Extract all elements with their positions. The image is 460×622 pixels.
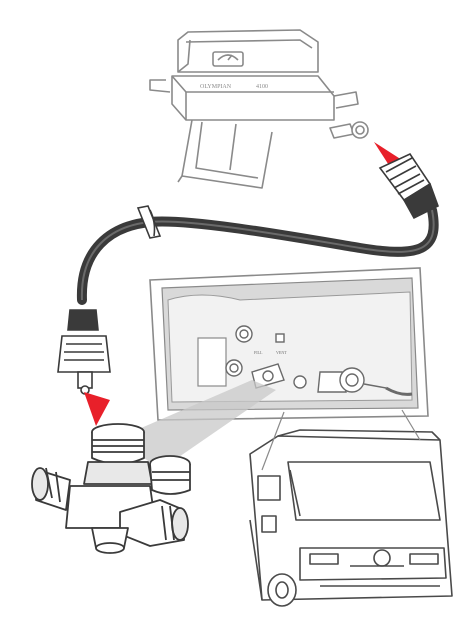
lp-compartment-panel [149,267,429,421]
magnification-beam [118,380,276,470]
quick-connect-fitting-icon [378,152,439,220]
pol-fitting-icon [57,309,111,395]
hose-icon [76,205,439,305]
hose-break-icon [136,205,162,239]
lp-regulator-icon [225,325,413,396]
grill-brand-text: OLYMPIAN [200,84,232,90]
motorhome-icon [249,429,453,607]
vent-label: VENT [276,350,287,355]
tee-adapter-icon [31,423,191,554]
gas-grill-icon [149,29,369,189]
fill-label: FILL [254,350,263,355]
grill-model-text: 4100 [256,84,268,90]
highlight-tee-connection [84,392,110,426]
callout-lines [261,409,421,471]
